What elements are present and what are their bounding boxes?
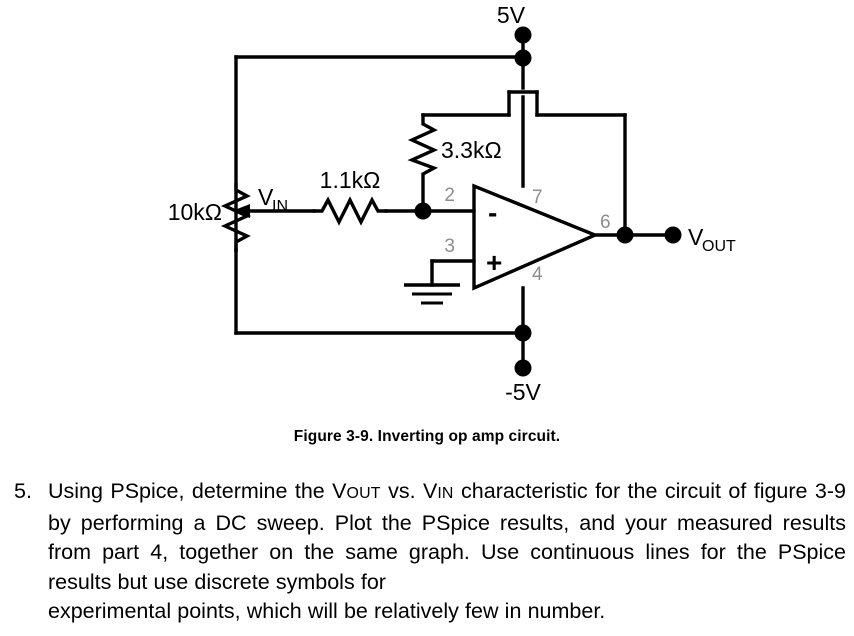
vin-inline-label: VIN	[423, 479, 454, 503]
junction-dot-neg5v-rail	[514, 324, 532, 342]
pin-number-4: 4	[532, 264, 543, 285]
resistor-1k1-element	[312, 196, 388, 226]
terminal-dot-5v	[514, 26, 532, 44]
resistor-3k3-element	[407, 113, 439, 213]
output-label: V OUT	[688, 224, 736, 255]
question-text-part2: vs.	[380, 479, 423, 503]
output-label-v: V	[688, 224, 704, 250]
pin-number-6: 6	[600, 212, 611, 233]
opamp-triangle	[472, 183, 600, 291]
opamp-inverting-sign: -	[488, 197, 497, 228]
output-label-sub: OUT	[702, 238, 736, 255]
question-block: 5. Using PSpice, determine the VOUT vs. …	[14, 477, 846, 627]
question-text: Using PSpice, determine the VOUT vs. VIN…	[48, 477, 846, 627]
feedback-resistor-label: 3.3kΩ	[441, 137, 502, 163]
input-node-label: V IN	[258, 184, 288, 215]
junction-dot-output	[616, 226, 634, 244]
junction-dot-5v-rail	[514, 49, 532, 67]
terminal-dot-vout	[664, 226, 682, 244]
pin-number-2: 2	[444, 185, 455, 206]
question-text-part3: characteristic for the circuit of figure…	[48, 479, 846, 594]
potentiometer-wiper-arrowhead	[232, 204, 250, 218]
vout-inline-label: VOUT	[332, 479, 381, 503]
supply-label-5v: 5V	[497, 2, 526, 28]
supply-label-neg5v: -5V	[505, 379, 541, 405]
terminal-dot-neg5v	[514, 359, 532, 377]
opamp-noninverting-sign: +	[486, 247, 502, 278]
pin-number-7: 7	[532, 187, 543, 208]
input-node-label-sub: IN	[272, 198, 288, 215]
pin-number-3: 3	[444, 236, 455, 257]
series-resistor-label: 1.1kΩ	[320, 167, 381, 193]
question-text-lastline: experimental points, which will be relat…	[48, 599, 606, 623]
junction-dot-inverting-input	[414, 202, 432, 220]
list-marker: 5.	[14, 479, 32, 503]
vout-inline-sub: OUT	[346, 485, 381, 502]
figure-caption-wrapper: Figure 3-9. Inverting op amp circuit.	[0, 428, 854, 446]
vin-inline-v: V	[422, 479, 438, 503]
figure-caption: Figure 3-9. Inverting op amp circuit.	[293, 428, 561, 445]
vin-inline-sub: IN	[437, 485, 454, 502]
question-text-part1: Using PSpice, determine the	[48, 479, 333, 503]
potentiometer-label: 10kΩ	[168, 199, 222, 225]
circuit-figure: 5V -5V 10kΩ V IN 1.1kΩ 3.3kΩ V OUT - + 2…	[168, 2, 736, 405]
input-node-label-v: V	[258, 184, 274, 210]
vout-inline-v: V	[332, 479, 347, 503]
